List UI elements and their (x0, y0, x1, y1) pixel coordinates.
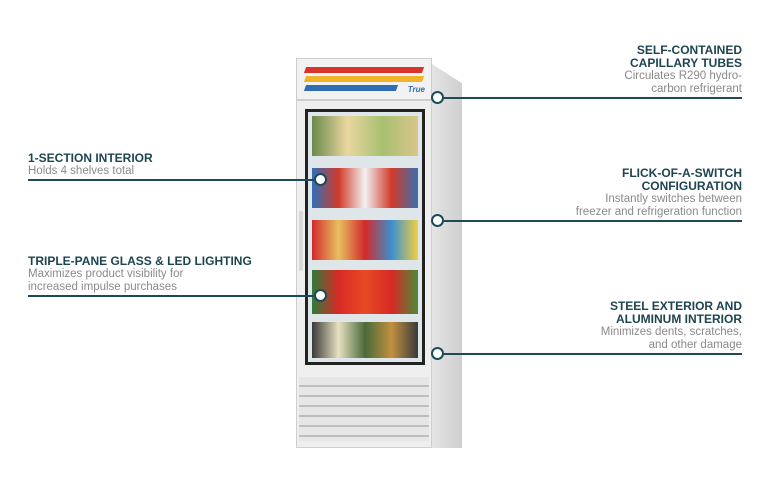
leader-dot (431, 214, 444, 227)
callout-body: and other damage (648, 339, 742, 351)
callout-capillary-tubes: SELF-CONTAINED CAPILLARY TUBES Circulate… (422, 44, 742, 96)
leader-line (440, 220, 742, 222)
callout-body: Circulates R290 hydro- (624, 70, 742, 82)
brand-logo: True (407, 85, 425, 94)
callout-title: FLICK-OF-A-SWITCH (622, 166, 742, 180)
leader-dot (431, 91, 444, 104)
leader-dot (431, 347, 444, 360)
callout-title: CAPILLARY TUBES (629, 56, 742, 70)
stripe-blue (303, 85, 399, 91)
kick-grille (299, 377, 429, 441)
callout-body: Instantly switches between (605, 193, 742, 205)
shelf-row (312, 322, 418, 358)
callout-title: ALUMINUM INTERIOR (616, 312, 742, 326)
cabinet (296, 100, 432, 448)
merchandiser-refrigerator: True (296, 58, 464, 448)
leader-line (28, 179, 318, 181)
callout-body: freezer and refrigeration function (575, 206, 742, 218)
header-sign: True (296, 58, 432, 100)
shelf-row (312, 220, 418, 260)
callout-title: CONFIGURATION (641, 179, 742, 193)
callout-body: Minimizes dents, scratches, (600, 326, 742, 338)
callout-title: STEEL EXTERIOR AND (609, 299, 742, 313)
shelf-row (312, 116, 418, 156)
leader-dot (314, 289, 327, 302)
callout-body: carbon refrigerant (651, 83, 742, 95)
callout-1-section-interior: 1-SECTION INTERIOR Holds 4 shelves total (28, 152, 348, 178)
door-handle (299, 211, 303, 271)
leader-line (440, 353, 742, 355)
callout-body: Holds 4 shelves total (28, 165, 135, 177)
glass-door (305, 109, 425, 365)
leader-line (28, 295, 318, 297)
shelf-row (312, 270, 418, 314)
callout-body: increased impulse purchases (28, 281, 177, 293)
stripe-red (303, 67, 425, 73)
callout-body: Maximizes product visibility for (28, 268, 184, 280)
callout-triple-pane-glass: TRIPLE-PANE GLASS & LED LIGHTING Maximiz… (28, 255, 348, 294)
callout-title: SELF-CONTAINED (636, 43, 742, 57)
callout-title: 1-SECTION INTERIOR (28, 151, 153, 165)
shelf-row (312, 168, 418, 208)
callout-title: TRIPLE-PANE GLASS & LED LIGHTING (28, 254, 252, 268)
stripe-yellow (303, 76, 425, 82)
leader-line (440, 97, 742, 99)
callout-steel-exterior: STEEL EXTERIOR AND ALUMINUM INTERIOR Min… (422, 300, 742, 352)
leader-dot (314, 173, 327, 186)
callout-flick-of-a-switch: FLICK-OF-A-SWITCH CONFIGURATION Instantl… (422, 167, 742, 219)
side-panel (432, 64, 462, 448)
